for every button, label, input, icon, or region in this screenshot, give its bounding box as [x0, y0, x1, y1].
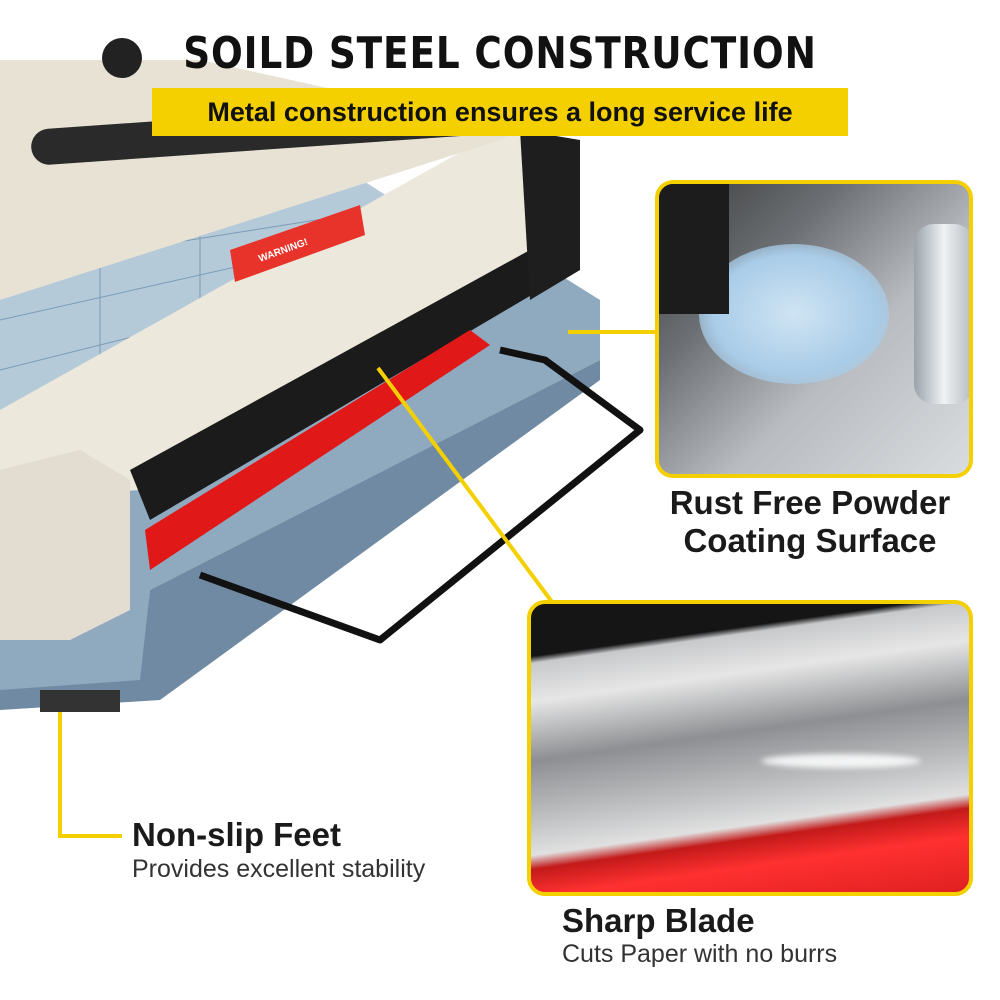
- coating-title-line1: Rust Free Powder: [669, 484, 951, 521]
- feet-title: Non-slip Feet: [132, 816, 342, 853]
- cutter-side: [659, 184, 729, 314]
- blade-subtitle: Cuts Paper with no burrs: [562, 940, 838, 968]
- blade-shine: [761, 754, 921, 768]
- spray-can: [914, 224, 969, 404]
- connector-line-vertical: [58, 712, 62, 838]
- subtitle-banner: Metal construction ensures a long servic…: [152, 88, 848, 136]
- blade-title: Sharp Blade: [562, 902, 755, 939]
- coating-inset-image: [655, 180, 973, 478]
- spray-mist: [699, 244, 889, 384]
- blade-inset-image: [527, 600, 973, 896]
- connector-line: [568, 330, 658, 334]
- connector-line-horizontal: [58, 834, 122, 838]
- page-title: SOILD STEEL CONSTRUCTION: [183, 28, 817, 79]
- feet-subtitle: Provides excellent stability: [132, 855, 426, 883]
- coating-title-line2: Coating Surface: [683, 522, 937, 559]
